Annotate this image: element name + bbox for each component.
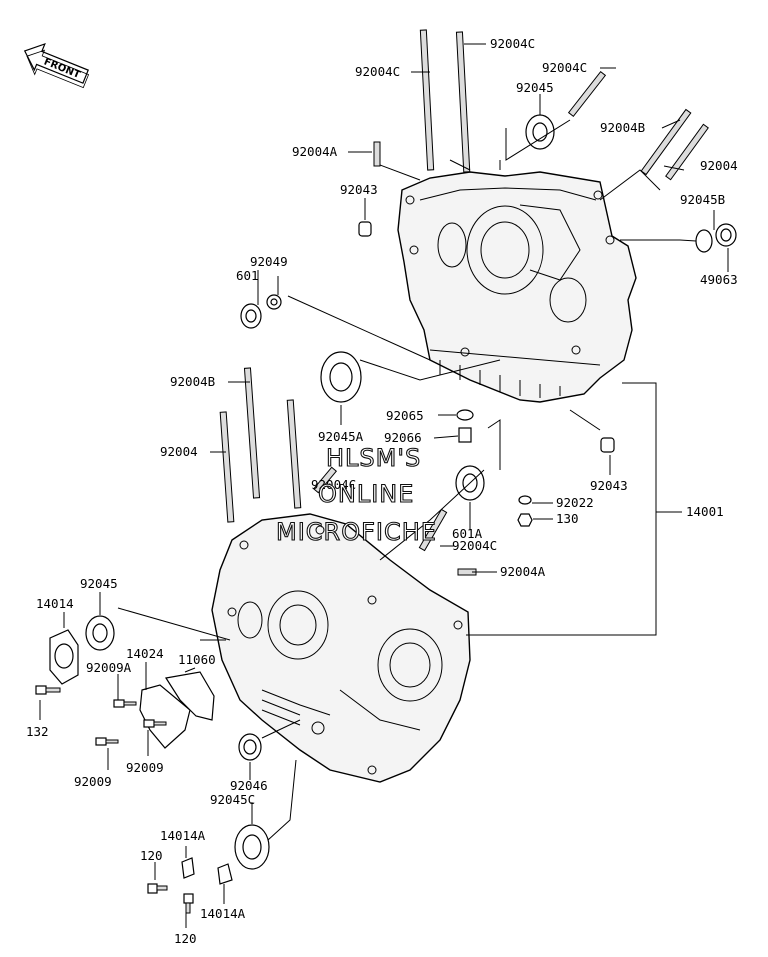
watermark-line3: MICROFICHE [276,518,437,546]
watermark: HLSM'S ONLINE MICROFICHE [275,443,437,546]
label-92045-top: 92045 [516,80,554,95]
label-92022: 92022 [556,495,594,510]
front-direction-arrow: FRONT [23,42,90,89]
label-130: 130 [556,511,579,526]
part-number-labels: 92004C 92004C 92004C 92045 92004B 92004A… [26,36,738,946]
label-92043-top: 92043 [340,182,378,197]
label-92046: 92046 [230,778,268,793]
label-92009-a: 92009 [74,774,112,789]
watermark-line2: ONLINE [318,480,414,508]
label-92004a-low: 92004A [500,564,546,579]
stud-bolts [219,29,709,576]
label-92004-right: 92004 [700,158,738,173]
label-92004c-top: 92004C [490,36,535,51]
label-14014a-top: 14014A [160,828,206,843]
label-92045-left: 92045 [80,576,118,591]
label-92049: 92049 [250,254,288,269]
lower-crankcase-half [211,513,471,783]
label-132: 132 [26,724,49,739]
label-92004-left: 92004 [160,444,198,459]
label-92065: 92065 [386,408,424,423]
leader-lines [39,43,729,928]
label-14014a-low: 14014A [200,906,246,921]
label-601a: 601A [452,526,483,541]
label-92009a: 92009A [86,660,132,675]
label-92004c-mid: 92004C [311,477,356,492]
label-11060: 11060 [178,652,216,667]
upper-crankcase-half [397,171,637,403]
label-92009-b: 92009 [126,760,164,775]
label-92004a-top: 92004A [292,144,338,159]
label-92004c-right: 92004C [542,60,587,75]
label-49063: 49063 [700,272,738,287]
watermark-line1: HLSM'S [326,444,421,472]
label-92045b: 92045B [680,192,725,207]
label-120-top: 120 [140,848,163,863]
label-92066: 92066 [384,430,422,445]
label-92043-right: 92043 [590,478,628,493]
label-92004b-right: 92004B [600,120,645,135]
label-92045c: 92045C [210,792,255,807]
label-120-low: 120 [174,931,197,946]
bearings-and-small-parts [35,114,737,914]
label-92045a: 92045A [318,429,364,444]
label-92004b-left: 92004B [170,374,215,389]
label-14014: 14014 [36,596,74,611]
label-92004c-left: 92004C [355,64,400,79]
label-601-top: 601 [236,268,259,283]
label-92004c-low: 92004C [452,538,497,553]
label-14024: 14024 [126,646,164,661]
label-14001: 14001 [686,504,724,519]
